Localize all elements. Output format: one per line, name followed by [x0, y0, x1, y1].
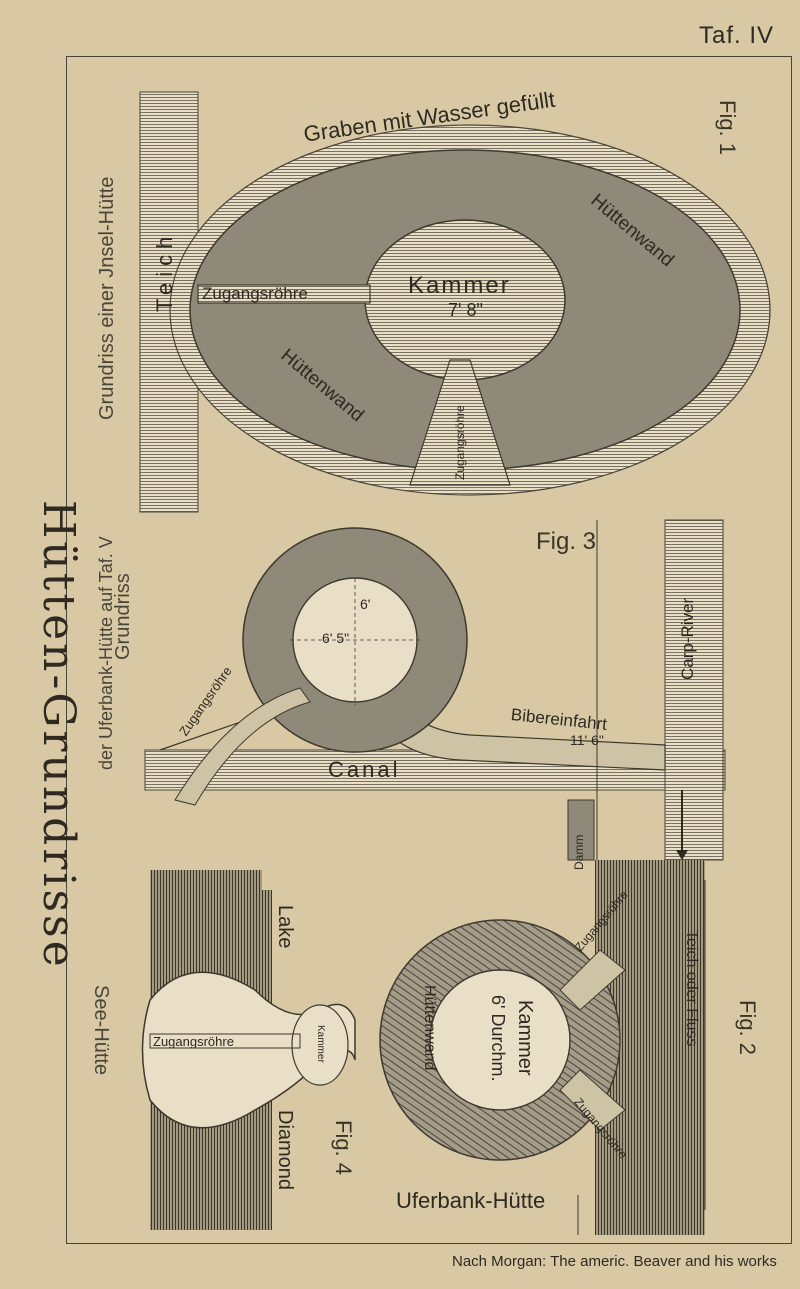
fig2-wall-label: Hüttenwand [421, 985, 438, 1071]
credit-line: Nach Morgan: The americ. Beaver and his … [452, 1253, 777, 1270]
fig3-river [664, 519, 724, 861]
fig3-label: Fig. 3 [536, 528, 597, 555]
fig4-caption: See-Hütte [90, 985, 112, 1076]
fig2-chamber-size: 6' Durchm. [488, 995, 508, 1082]
fig2-bank-lodge [379, 860, 706, 1235]
fig4-chamber [291, 1004, 349, 1086]
fig2-label: Fig. 2 [735, 1000, 760, 1056]
fig3-dim-a: 6' 5" [322, 630, 350, 646]
fig1-chamber-label: Kammer [408, 272, 511, 299]
plate-number: Taf. IV [698, 22, 774, 49]
fig4-label: Fig. 4 [331, 1120, 356, 1176]
fig3-river-label: Carp-River [678, 597, 697, 680]
fig3-dim-b: 6' [360, 596, 371, 612]
fig1-label: Fig. 1 [715, 100, 740, 156]
fig1-access-tube-b [409, 359, 511, 486]
fig2-chamber-label: Kammer [514, 1000, 536, 1076]
fig2-pond-label: Teich oder Fluss [683, 930, 700, 1047]
fig2-access-tube-a [559, 949, 626, 1011]
fig1-island-lodge [139, 91, 771, 513]
fig3-canal-label: Canal [328, 757, 401, 782]
fig1-tube-label-b: Zugangsröhre [453, 405, 467, 480]
fig3-arrow-head [676, 850, 688, 860]
fig3-bank-lodge-plan [144, 519, 726, 861]
fig4-lake-label: Lake [274, 905, 296, 949]
fig1-access-tube-a [197, 284, 371, 304]
fig4-access-tube [149, 1033, 301, 1049]
fig4-tube-label: Zugangsröhre [153, 1034, 234, 1049]
fig1-tube-label-a: Zugangsröhre [202, 284, 308, 303]
fig3-entrance-length: 11' 6" [570, 732, 604, 748]
plate-frame [66, 56, 792, 1244]
fig3-caption-b: der Uferbank-Hütte auf Taf. V [96, 536, 116, 770]
fig1-caption: Grundriss einer Jnsel-Hütte [96, 176, 118, 420]
fig4-diamond-label: Diamond [274, 1110, 296, 1191]
fig3-dam-label: Damm [572, 834, 586, 870]
fig3-access-tube [174, 687, 311, 806]
fig4-chamber-label: Kammer [315, 1025, 326, 1063]
fig1-pond-label: Teich [152, 230, 177, 312]
fig4-lake-lodge [141, 870, 356, 1230]
fig2-access-tube-b [559, 1069, 626, 1131]
fig1-chamber-size: 7' 8" [448, 300, 483, 320]
fig3-dam [567, 799, 595, 861]
fig2-title: Uferbank-Hütte [396, 1188, 546, 1213]
fig2-chamber [429, 969, 571, 1111]
